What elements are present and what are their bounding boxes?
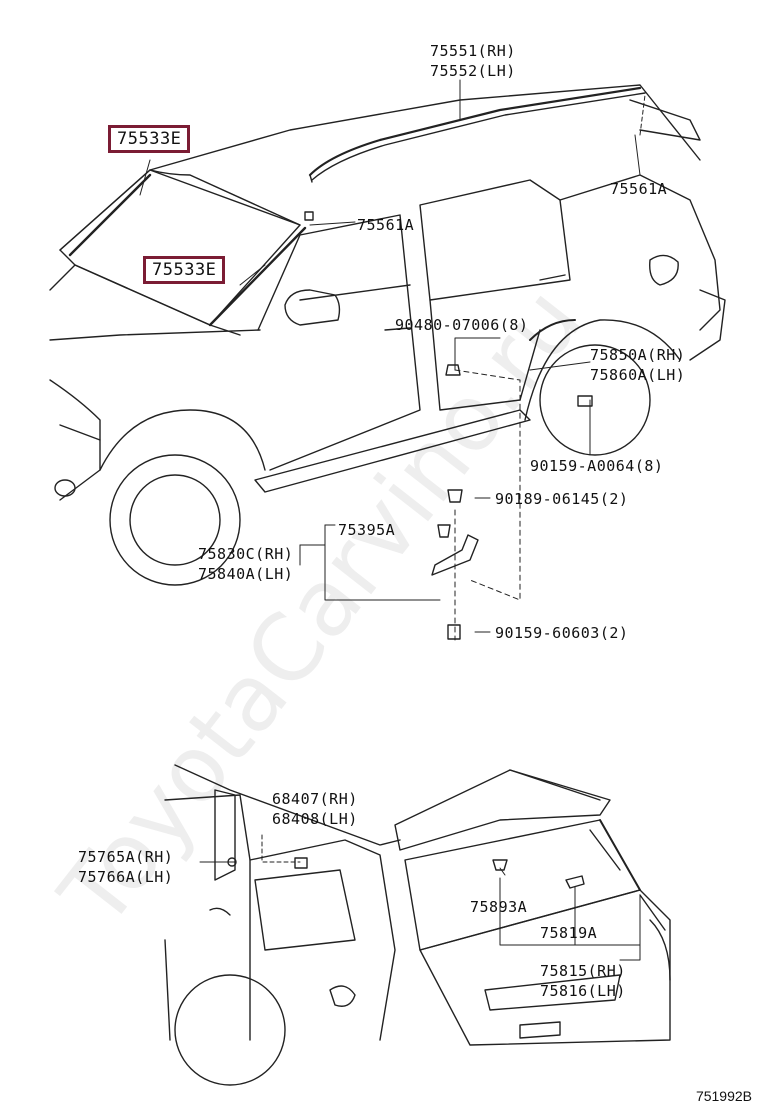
part-label-75819a: 75819A — [540, 924, 598, 942]
part-label-75840a: 75840A(LH) — [198, 565, 294, 583]
suv-body-bottom — [164, 764, 671, 1086]
part-label-75551: 75551(RH) — [430, 42, 516, 60]
part-label-68408: 68408(LH) — [272, 810, 358, 828]
part-label-75561a-right: 75561A — [610, 180, 668, 198]
part-label-75533e-highlighted[interactable]: 75533E — [108, 125, 191, 153]
leader-lines-top — [139, 79, 646, 641]
leader-lines-bottom — [199, 834, 641, 961]
fasteners-top — [304, 211, 593, 640]
part-label-75561a-center: 75561A — [357, 216, 415, 234]
part-label-90159-a0064: 90159-A0064(8) — [530, 457, 664, 475]
part-label-90159-60603: 90159-60603(2) — [495, 624, 629, 642]
part-label-75893a: 75893A — [470, 898, 528, 916]
part-label-75533e-highlighted-2[interactable]: 75533E — [143, 256, 226, 284]
part-label-75552: 75552(LH) — [430, 62, 516, 80]
part-label-75830c: 75830C(RH) — [198, 545, 294, 563]
diagram-code: 751992B — [695, 1088, 752, 1104]
part-label-75395a: 75395A — [338, 521, 396, 539]
part-label-75860a: 75860A(LH) — [590, 366, 686, 384]
part-label-75766a: 75766A(LH) — [78, 868, 174, 886]
fasteners-bottom — [227, 857, 585, 889]
part-label-75765a: 75765A(RH) — [78, 848, 174, 866]
part-label-68407: 68407(RH) — [272, 790, 358, 808]
part-label-90189: 90189-06145(2) — [495, 490, 629, 508]
part-label-75815: 75815(RH) — [540, 962, 626, 980]
part-label-75850a: 75850A(RH) — [590, 346, 686, 364]
part-label-75816: 75816(LH) — [540, 982, 626, 1000]
suv-body-top — [49, 84, 726, 586]
part-label-90480: 90480-07006(8) — [395, 316, 529, 334]
